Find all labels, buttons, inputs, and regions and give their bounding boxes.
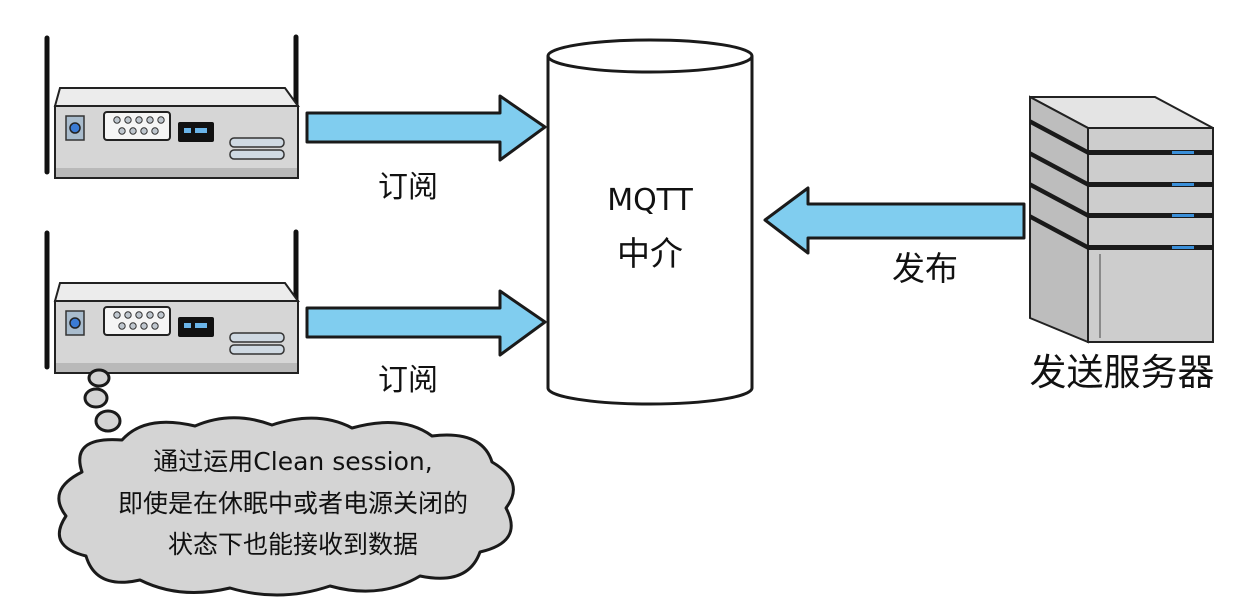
port-light (184, 128, 191, 133)
server-rack-dividers (1030, 119, 1213, 250)
power-button-icon (69, 317, 81, 329)
serial-connector (103, 306, 171, 336)
bubble-text-line3: 状态下也能接收到数据 (168, 530, 418, 559)
publisher-label: 发送服务器 (1030, 351, 1215, 394)
port-light (184, 323, 191, 328)
publish-arrow (763, 186, 1026, 255)
server-led (1172, 183, 1194, 186)
bubble-dot-small (87, 368, 111, 388)
device-base-strip (56, 363, 297, 372)
bubble-text-line2: 即使是在休眠中或者电源关闭的 (118, 489, 468, 518)
vent-bar (229, 344, 285, 355)
vent-bar (229, 149, 285, 160)
device-base-strip (56, 168, 297, 177)
port-light (195, 323, 207, 328)
power-button-icon (69, 122, 81, 134)
publish-label: 发布 (892, 249, 958, 288)
broker-label-line1: MQTT (607, 183, 693, 218)
subscribe-arrow-top (305, 94, 547, 162)
subscriber-device-bottom (44, 229, 300, 374)
device-top-face (53, 282, 300, 302)
device-top-face (53, 87, 300, 107)
subscribe-label-bottom: 订阅 (378, 363, 438, 398)
subscribe-label-top: 订阅 (378, 170, 438, 205)
vent-bar (229, 137, 285, 148)
thought-bubble: 通过运用Clean session, 即使是在休眠中或者电源关闭的 状态下也能接… (57, 368, 515, 597)
connector-pins (113, 311, 165, 330)
server-led (1172, 214, 1194, 217)
server-led (1172, 151, 1194, 154)
subscribe-arrow-bottom (305, 289, 547, 357)
vent-bar (229, 332, 285, 343)
broker-label-line2: 中介 (617, 234, 683, 273)
server-led (1172, 246, 1194, 249)
connector-pins (113, 116, 165, 135)
cylinder-top (546, 38, 754, 74)
bubble-dot-medium (83, 387, 109, 409)
bubble-dot-large (94, 409, 122, 433)
serial-connector (103, 111, 171, 141)
cylinder-body (546, 56, 754, 406)
bubble-text-line1: 通过运用Clean session, (153, 447, 432, 476)
subscriber-device-top (44, 34, 300, 179)
server-front-face (1087, 127, 1214, 343)
broker-cylinder: MQTT 中介 (546, 38, 754, 406)
port-light (195, 128, 207, 133)
publisher-server: 发送服务器 (1029, 95, 1215, 394)
bubble-cloud (57, 416, 515, 597)
